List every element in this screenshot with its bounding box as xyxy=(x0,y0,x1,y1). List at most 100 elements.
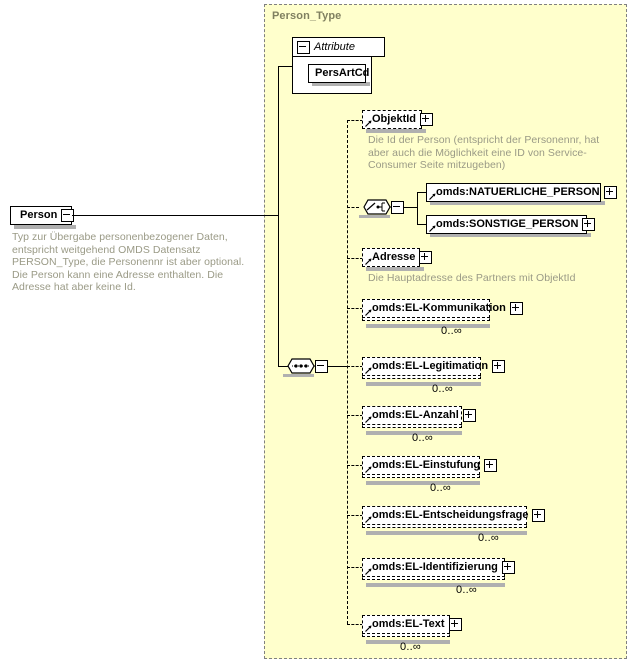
element-natuerliche-person-label: omds:NATUERLICHE_PERSON xyxy=(436,186,600,198)
connector-el-entscheidungsfrage xyxy=(347,515,363,516)
el-identifizierung-multiplicity: 0..∞ xyxy=(456,584,477,596)
element-arrow-icon xyxy=(365,416,372,423)
expand-icon[interactable] xyxy=(603,186,617,199)
element-el-entscheidungsfrage-label: omds:EL-Entscheidungsfrage xyxy=(372,509,529,521)
person-type-container xyxy=(264,4,627,659)
person-type-title: Person_Type xyxy=(272,10,342,22)
expand-icon[interactable] xyxy=(582,218,596,231)
connector-sequence-out xyxy=(327,366,347,367)
element-sonstige-person[interactable]: omds:SONSTIGE_PERSON xyxy=(426,215,596,234)
connector-choice-out xyxy=(403,207,417,208)
natuerliche-person-shadow xyxy=(430,201,605,205)
connector-el-text xyxy=(347,624,363,625)
element-el-anzahl-label: omds:EL-Anzahl xyxy=(372,409,459,421)
el-einstufung-multiplicity: 0..∞ xyxy=(430,482,451,494)
el-identifizierung-shadow xyxy=(366,583,505,587)
element-adresse-description: Die Hauptadresse des Partners mit Objekt… xyxy=(368,272,576,284)
element-el-entscheidungsfrage[interactable]: omds:EL-Entscheidungsfrage xyxy=(362,506,546,525)
connector-attribute-branch xyxy=(278,66,294,67)
attribute-group-header[interactable]: Attribute xyxy=(292,37,385,57)
connector-el-einstufung xyxy=(347,465,363,466)
element-el-text-label: omds:EL-Text xyxy=(372,618,445,630)
person-root-label: Person xyxy=(20,209,58,221)
el-text-shadow xyxy=(366,640,450,644)
attribute-group-label: Attribute xyxy=(314,41,355,53)
element-arrow-icon xyxy=(365,516,372,523)
person-node-shadow xyxy=(14,225,76,229)
attribute-persartcd-label: PersArtCd xyxy=(315,67,370,79)
element-objektid-description: Die Id der Person (entspricht der Person… xyxy=(368,134,600,171)
expand-icon[interactable] xyxy=(420,113,434,126)
element-arrow-icon xyxy=(365,120,372,127)
element-natuerliche-person[interactable]: omds:NATUERLICHE_PERSON xyxy=(426,183,617,202)
element-el-legitimation-label: omds:EL-Legitimation xyxy=(372,360,489,372)
person-root-description: Typ zur Übergabe personenbezogener Daten… xyxy=(12,231,245,293)
element-arrow-icon xyxy=(365,258,372,265)
el-legitimation-multiplicity: 0..∞ xyxy=(432,383,453,395)
connector-root-vertical xyxy=(278,66,279,366)
expand-icon[interactable] xyxy=(492,360,506,373)
connector-child-spine xyxy=(347,120,348,624)
connector-el-kommunikation xyxy=(347,308,363,309)
element-el-legitimation[interactable]: omds:EL-Legitimation xyxy=(362,357,506,376)
element-arrow-icon xyxy=(429,225,436,232)
el-entscheidungsfrage-shadow xyxy=(366,531,527,535)
collapse-icon[interactable] xyxy=(297,40,310,54)
element-sonstige-person-label: omds:SONSTIGE_PERSON xyxy=(436,218,579,230)
el-anzahl-shadow xyxy=(366,431,462,435)
el-anzahl-multiplicity: 0..∞ xyxy=(412,432,433,444)
sequence-compositor[interactable] xyxy=(282,355,328,379)
element-arrow-icon xyxy=(365,568,372,575)
persartcd-shadow xyxy=(312,82,370,86)
element-objektid-label: ObjektId xyxy=(372,113,417,125)
expand-icon[interactable] xyxy=(448,618,462,631)
element-el-kommunikation-label: omds:EL-Kommunikation xyxy=(372,302,506,314)
connector-sonstige-person xyxy=(417,224,426,225)
el-kommunikation-shadow xyxy=(366,324,490,328)
choice-icon xyxy=(359,199,392,218)
expand-icon[interactable] xyxy=(532,509,546,522)
element-adresse-label: Adresse xyxy=(372,251,416,263)
element-el-kommunikation[interactable]: omds:EL-Kommunikation xyxy=(362,299,523,318)
connector-natuerliche-person xyxy=(417,192,426,193)
connector-choice-in xyxy=(347,207,359,208)
connector-root-horizontal xyxy=(72,215,278,216)
expand-icon[interactable] xyxy=(509,302,523,315)
el-kommunikation-multiplicity: 0..∞ xyxy=(441,325,462,337)
choice-compositor[interactable] xyxy=(358,196,404,220)
element-el-identifizierung[interactable]: omds:EL-Identifizierung xyxy=(362,558,515,577)
element-el-identifizierung-label: omds:EL-Identifizierung xyxy=(372,561,498,573)
element-arrow-icon xyxy=(365,466,372,473)
element-el-anzahl[interactable]: omds:EL-Anzahl xyxy=(362,406,476,425)
element-el-einstufung[interactable]: omds:EL-Einstufung xyxy=(362,456,498,475)
adresse-shadow xyxy=(366,267,424,271)
expand-icon[interactable] xyxy=(462,409,476,422)
connector-el-legitimation xyxy=(347,366,363,367)
person-root-node[interactable]: Person xyxy=(10,206,75,225)
el-legitimation-shadow xyxy=(366,382,481,386)
element-el-einstufung-label: omds:EL-Einstufung xyxy=(372,459,481,471)
expand-icon[interactable] xyxy=(484,459,498,472)
element-el-text[interactable]: omds:EL-Text xyxy=(362,615,462,634)
el-einstufung-shadow xyxy=(366,481,480,485)
sonstige-person-shadow xyxy=(430,233,591,237)
objektid-shadow xyxy=(366,129,426,133)
element-arrow-icon xyxy=(365,309,372,316)
element-arrow-icon xyxy=(365,625,372,632)
sequence-icon xyxy=(283,358,316,377)
connector-objektid xyxy=(347,120,363,121)
connector-el-anzahl xyxy=(347,415,363,416)
el-entscheidungsfrage-multiplicity: 0..∞ xyxy=(478,532,499,544)
connector-sequence-branch xyxy=(278,366,290,367)
expand-icon[interactable] xyxy=(419,251,433,264)
element-arrow-icon xyxy=(365,367,372,374)
element-objektid[interactable]: ObjektId xyxy=(362,110,434,129)
connector-adresse xyxy=(347,258,363,259)
el-text-multiplicity: 0..∞ xyxy=(400,641,421,653)
connector-choice-split xyxy=(417,192,418,224)
element-adresse[interactable]: Adresse xyxy=(362,248,433,267)
element-arrow-icon xyxy=(429,193,436,200)
expand-icon[interactable] xyxy=(501,561,515,574)
attribute-persartcd[interactable]: PersArtCd xyxy=(308,64,369,83)
